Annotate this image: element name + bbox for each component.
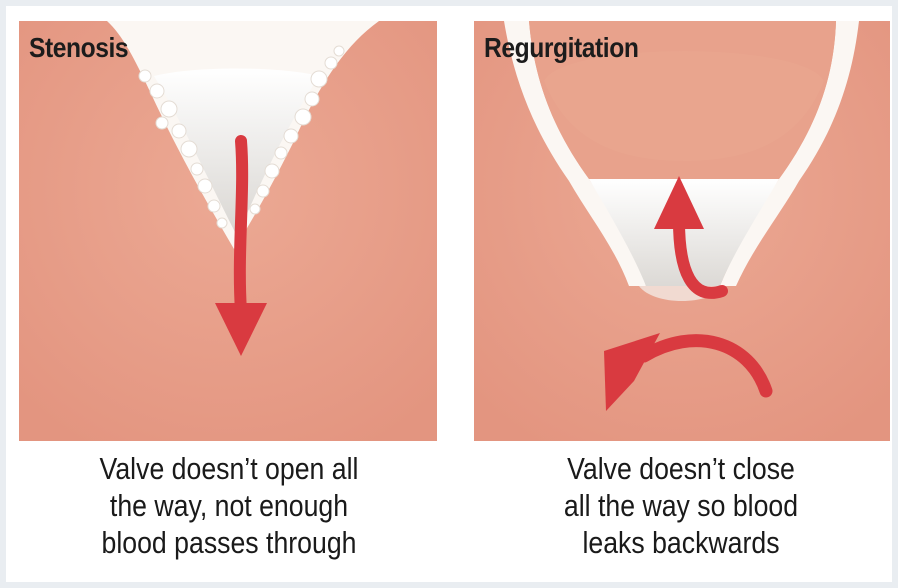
- caption-line: the way, not enough: [44, 487, 414, 524]
- regurgitation-title: Regurgitation: [484, 32, 638, 64]
- figure-frame: Stenosis: [6, 6, 892, 582]
- stenosis-title: Stenosis: [29, 32, 128, 64]
- caption-line: Valve doesn’t open all: [44, 450, 414, 487]
- caption-line: blood passes through: [44, 524, 414, 561]
- caption-line: Valve doesn’t close: [496, 450, 866, 487]
- stenosis-panel: Stenosis: [19, 21, 437, 441]
- stenosis-illustration: [19, 21, 437, 441]
- caption-line: all the way so blood: [496, 487, 866, 524]
- regurgitation-illustration: [474, 21, 890, 441]
- regurgitation-caption: Valve doesn’t close all the way so blood…: [496, 450, 866, 561]
- stenosis-caption: Valve doesn’t open all the way, not enou…: [44, 450, 414, 561]
- caption-line: leaks backwards: [496, 524, 866, 561]
- regurgitation-panel: Regurgitation: [474, 21, 890, 441]
